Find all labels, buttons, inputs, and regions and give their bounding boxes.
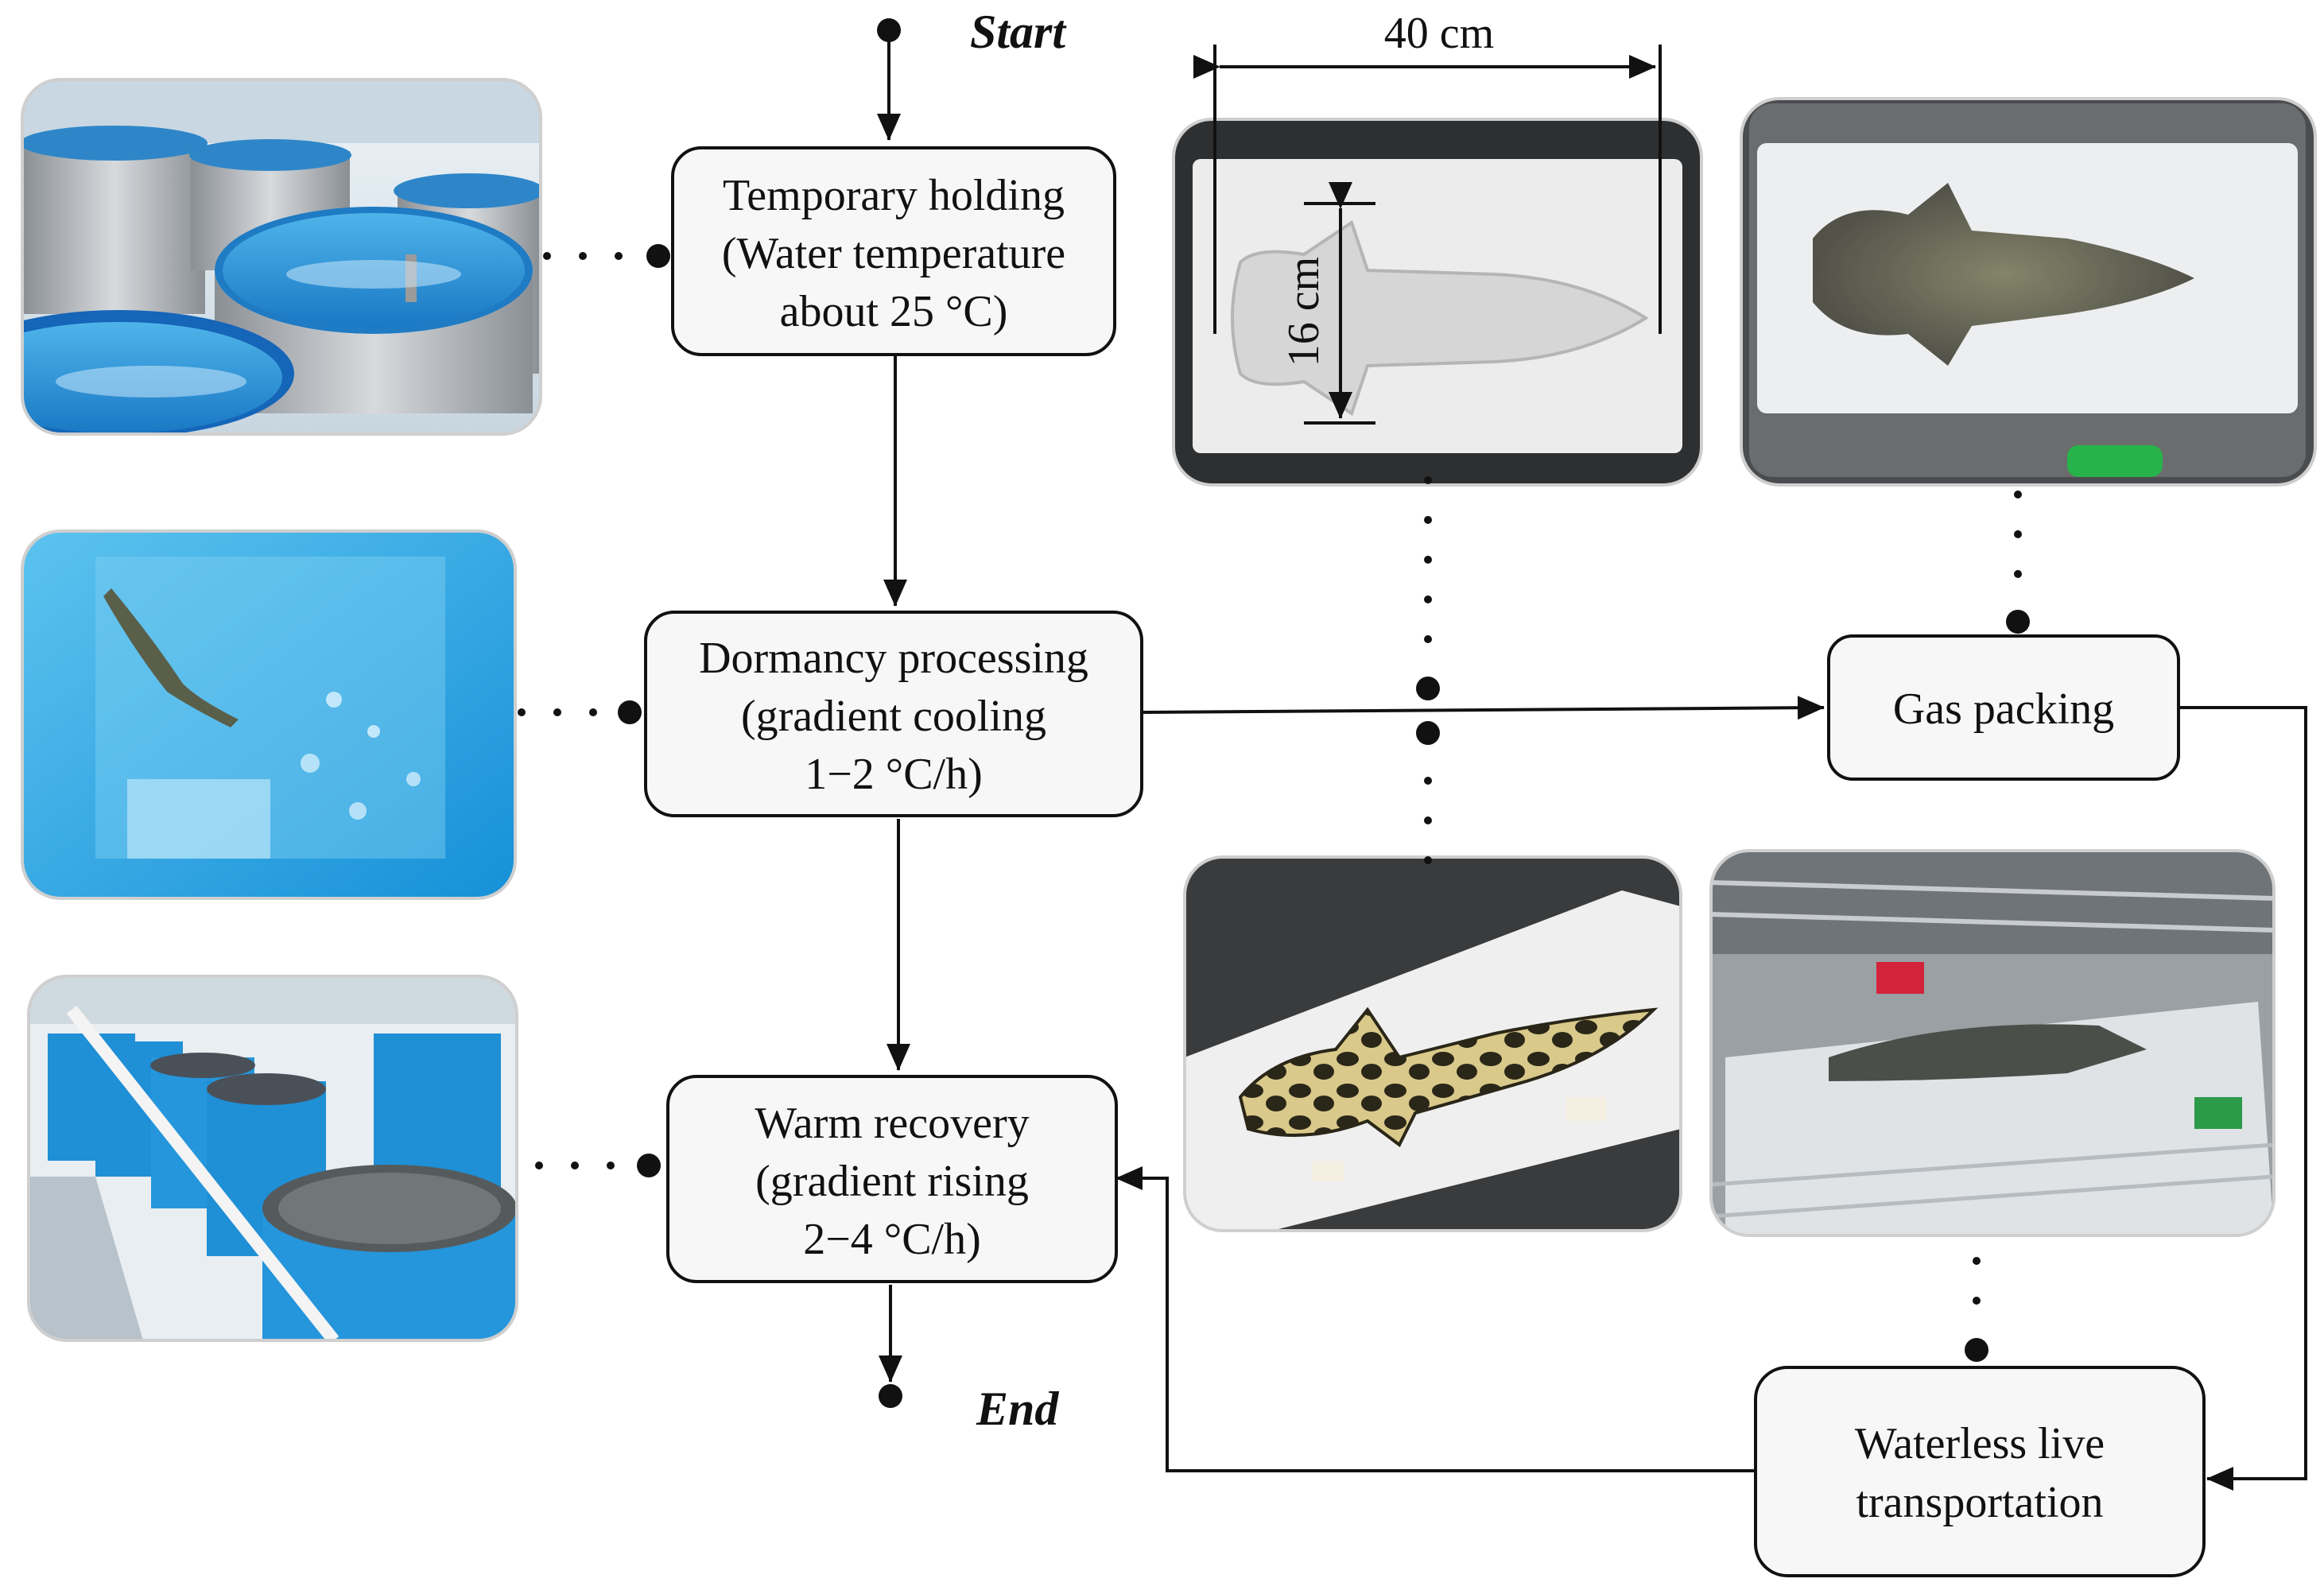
node-label-line: Gas packing	[1893, 685, 2114, 734]
node-label-line: about 25 °C)	[780, 287, 1008, 336]
height-dimension-label: 16 cm	[1279, 257, 1329, 367]
node-label-line: Dormancy processing	[699, 634, 1088, 683]
node-label-line: (Water temperature	[722, 229, 1065, 278]
start-label: Start	[970, 6, 1067, 58]
node-label-line: 2−4 °C/h)	[803, 1215, 981, 1264]
node-warm-recovery: Warm recovery (gradient rising 2−4 °C/h)	[666, 1075, 1118, 1283]
width-dimension	[1193, 45, 1662, 334]
holding-tanks-photo	[22, 80, 541, 434]
start-dot	[877, 18, 901, 42]
node-label-line: transportation	[1856, 1478, 2103, 1527]
end-dot	[879, 1384, 902, 1408]
node-temporary-holding: Temporary holding (Water temperature abo…	[671, 146, 1116, 356]
fish-in-foam-photo	[1185, 857, 1681, 1231]
node-dormancy-processing: Dormancy processing (gradient cooling 1−…	[644, 611, 1143, 817]
height-dimension	[1304, 182, 1375, 425]
end-label: End	[976, 1383, 1059, 1435]
photo-links	[518, 244, 2030, 1362]
node-label-line: Waterless live	[1855, 1419, 2105, 1468]
recovery-tanks-photo	[29, 976, 517, 1340]
node-label-line: Warm recovery	[755, 1099, 1029, 1148]
transport-box-photo	[1711, 851, 2274, 1235]
node-label-line: Temporary holding	[723, 171, 1065, 220]
gas-packed-bag-photo	[1741, 99, 2315, 485]
node-waterless-transportation: Waterless live transportation	[1754, 1366, 2206, 1577]
width-dimension-label: 40 cm	[1384, 9, 1494, 58]
node-label-line: 1−2 °C/h)	[805, 750, 983, 799]
node-gas-packing: Gas packing	[1827, 634, 2180, 781]
node-label-line: (gradient rising	[755, 1157, 1029, 1206]
foam-mold-photo	[1174, 119, 1701, 485]
cooling-tank-photo	[22, 531, 515, 898]
flow-connectors	[877, 32, 2307, 1491]
node-label-line: (gradient cooling	[741, 692, 1046, 741]
